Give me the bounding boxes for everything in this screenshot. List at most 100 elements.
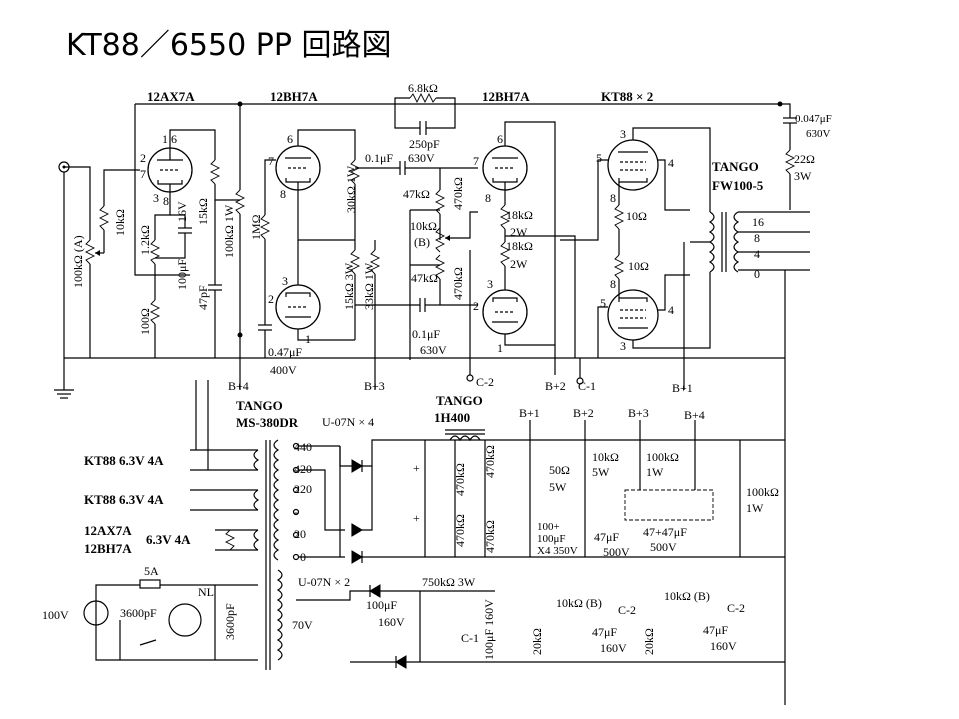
pin-v4b-3: 3 — [620, 339, 626, 353]
pin-v2a-8: 8 — [280, 187, 286, 201]
label-r-33k: 33kΩ 1W — [362, 262, 376, 310]
label-heater-small-v: 6.3V 4A — [146, 532, 191, 547]
label-b3-psu: B+3 — [628, 406, 649, 420]
label-r-g-b: 10Ω — [628, 259, 649, 273]
label-c-bias: 100μF — [366, 598, 397, 612]
label-p-10k5: 5W — [592, 465, 610, 479]
pin-v1-8: 8 — [163, 194, 169, 208]
label-ot-model: FW100-5 — [712, 178, 764, 193]
label-v-047: 400V — [270, 363, 297, 377]
tube-v4: 3 5 4 8 8 5 4 3 10Ω 10Ω — [560, 127, 711, 358]
label-c1-psu: C-1 — [461, 631, 479, 645]
label-c-cpl: 0.1μF — [365, 151, 393, 165]
pin-v3b-1: 1 — [497, 341, 503, 355]
label-c2-psu-b: C-2 — [727, 601, 745, 615]
pin-v2b-3: 3 — [282, 274, 288, 288]
label-ot-maker: TANGO — [712, 159, 759, 174]
label-r-470k-a: 470kΩ — [451, 177, 465, 210]
label-rect-main: U-07N × 4 — [322, 415, 374, 429]
pin-v1-3: 3 — [153, 191, 159, 205]
label-c-100-4b: 100μF — [537, 533, 566, 545]
label-b1-top: B+1 — [672, 381, 693, 395]
label-rect-bias: U-07N × 2 — [298, 575, 350, 589]
label-ot-tap-0: 0 — [754, 267, 760, 281]
label-r-10k-b: 10kΩ (B) — [556, 596, 602, 610]
label-c2-top: C-2 — [476, 375, 494, 389]
label-c1-top: C-1 — [578, 379, 596, 393]
pin-v3b-3: 3 — [487, 277, 493, 291]
label-pt-tap-440: 440 — [294, 440, 312, 454]
pin-v2b-2: 2 — [268, 292, 274, 306]
label-p-100k-bl: 1W — [746, 501, 764, 515]
label-b2-top: B+2 — [545, 379, 566, 393]
diagram-title: KT88／6550 PP 回路図 — [66, 28, 391, 63]
label-r-15k-3w: 15kΩ 3W — [342, 262, 356, 310]
label-fuse: 5A — [144, 564, 159, 578]
label-r-100k-bl: 100kΩ — [746, 485, 779, 499]
label-r-18k-b: 18kΩ — [506, 239, 533, 253]
label-r-grid1: 10kΩ — [113, 209, 127, 236]
main-rectifier: U-07N × 4 — [298, 415, 785, 564]
label-heater-kt88-b: KT88 6.3V 4A — [84, 492, 164, 507]
pin-v1-7: 7 — [140, 167, 146, 181]
label-v-bias: 160V — [378, 615, 405, 629]
label-r-18k-a: 18kΩ — [506, 208, 533, 222]
label-r-50: 50Ω — [549, 463, 570, 477]
label-r-1m: 1MΩ — [249, 214, 263, 240]
label-r-20k-b: 20kΩ — [642, 628, 656, 655]
label-heater-small-1: 12AX7A — [84, 523, 132, 538]
label-bal-b: (B) — [414, 235, 430, 249]
label-v-47-47: 500V — [650, 540, 677, 554]
pin-v3b-2: 2 — [473, 299, 479, 313]
pin-v2a-7: 7 — [268, 154, 274, 168]
mains-input: 100V 5A 3600pF NL 3600pF — [42, 564, 258, 661]
coupling-network: 0.1μF 630V 47kΩ 470kΩ 10kΩ (B) 47kΩ 470k… — [355, 151, 494, 389]
tube-v2: 6 7 8 3 2 1 1MΩ 30kΩ 1W 15kΩ 3W 33kΩ 1W … — [249, 129, 385, 393]
label-p-100k1: 1W — [646, 465, 664, 479]
label-ot-tap-4: 4 — [754, 247, 760, 261]
label-r-100: 100Ω — [138, 308, 152, 335]
pin-v4b-4: 4 — [668, 303, 674, 317]
label-c-47-47: 47+47μF — [643, 525, 687, 539]
label-r-100k1: 100kΩ — [646, 450, 679, 464]
label-r-g-a: 10Ω — [626, 209, 647, 223]
label-c-047: 0.47μF — [268, 345, 302, 359]
neon-lamp-icon — [168, 603, 202, 637]
label-c-mains-1: 3600pF — [120, 606, 157, 620]
label-v-out: 630V — [806, 128, 831, 140]
label-mains-voltage: 100V — [42, 608, 69, 622]
label-b2-psu: B+2 — [573, 406, 594, 420]
label-filter-plus-1: + — [413, 461, 420, 475]
label-c-47-160a: 47μF — [592, 625, 617, 639]
label-r-750k: 750kΩ 3W — [422, 575, 476, 589]
tube-label-v4: KT88 × 2 — [601, 89, 653, 104]
label-r-470-1: 470kΩ — [453, 463, 467, 496]
label-ot-tap-16: 16 — [752, 215, 764, 229]
label-bal: 10kΩ — [410, 219, 437, 233]
label-b1-psu: B+1 — [519, 406, 540, 420]
label-v-47-160b: 160V — [710, 639, 737, 653]
label-v-cpl2: 630V — [420, 343, 447, 357]
label-c-k1b: 100μF — [175, 259, 189, 290]
label-r-47k-a: 47kΩ — [403, 187, 430, 201]
label-r-out: 22Ω — [794, 152, 815, 166]
label-ot-tap-8: 8 — [754, 231, 760, 245]
tube-v1: 1 6 2 7 3 8 1.2kΩ 16V 100μF 15kΩ 100kΩ 1… — [138, 104, 249, 393]
tube-label-v3: 12BH7A — [482, 89, 530, 104]
label-r-47k-b: 47kΩ — [411, 271, 438, 285]
label-c-47-160b: 47μF — [703, 623, 728, 637]
pin-v4b-8: 8 — [610, 277, 616, 291]
label-c2-psu-a: C-2 — [618, 603, 636, 617]
label-p-out: 3W — [794, 169, 812, 183]
power-transformer: TANGO MS-380DR 440 420 220 - 20 0 70V KT… — [84, 380, 313, 670]
label-pt-tap-dash: - — [294, 505, 298, 519]
label-lamp: NL — [198, 585, 214, 599]
pin-v2a-6: 6 — [287, 132, 293, 146]
choke: TANGO 1H400 — [434, 393, 485, 442]
pin-v3a-6: 6 — [497, 132, 503, 146]
label-r-30k: 30kΩ 1W — [344, 165, 358, 213]
pin-v4a-4: 4 — [668, 156, 674, 170]
label-p-18k-a: 2W — [510, 225, 528, 239]
pin-v4a-8: 8 — [610, 191, 616, 205]
